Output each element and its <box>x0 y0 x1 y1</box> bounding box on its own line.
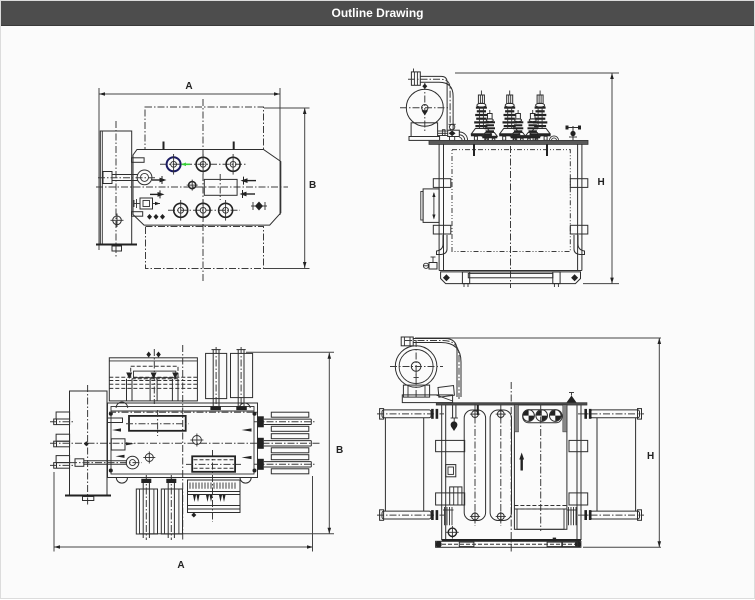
svg-text:B: B <box>336 445 343 456</box>
svg-text:H: H <box>598 177 605 188</box>
svg-text:A: A <box>177 560 184 571</box>
svg-text:A: A <box>185 81 192 92</box>
svg-text:B: B <box>309 180 316 191</box>
svg-text:H: H <box>647 451 654 462</box>
